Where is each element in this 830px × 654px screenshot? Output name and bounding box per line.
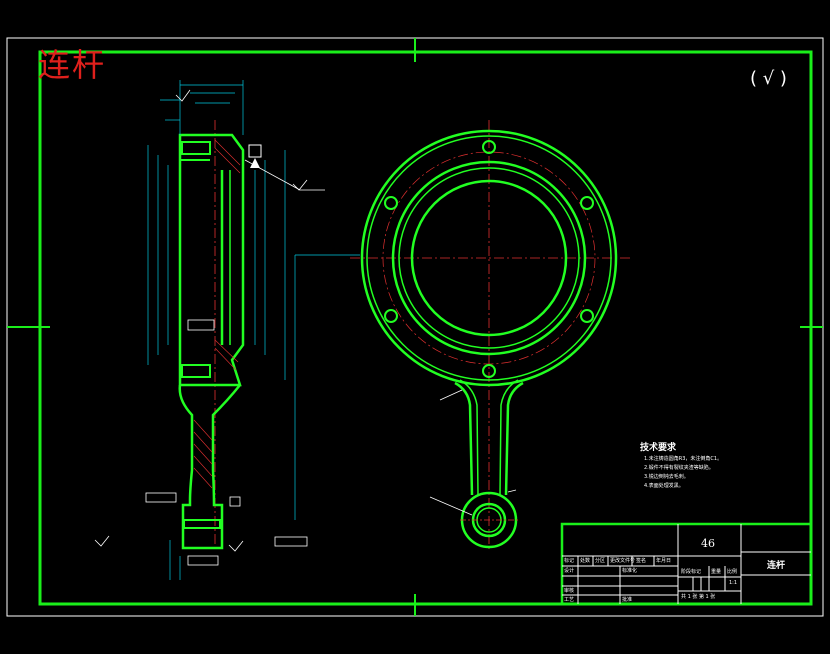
- part-name: 连杆: [767, 561, 786, 571]
- tech-requirement-line: 3.锐边倒钝去毛刺。: [644, 474, 689, 480]
- tb-label-mark: 标记: [564, 558, 575, 564]
- centering-marks: [7, 38, 823, 616]
- tb-label-stage: 阶段标记: [681, 569, 702, 575]
- tb-ratio-value: 1:1: [729, 580, 738, 586]
- general-roughness-note: ( √ ): [750, 68, 787, 89]
- title-block: [560, 522, 813, 606]
- side-section-view: [94, 80, 360, 580]
- tb-label-signature: 签名: [636, 558, 647, 564]
- drawing-title: 连杆: [38, 46, 107, 84]
- tech-requirement-line: 4.表面处理发黑。: [644, 483, 684, 489]
- tb-label-ratio: 比例: [727, 569, 738, 575]
- tb-label-design: 设计: [564, 568, 575, 574]
- tech-requirements-title: 技术要求: [640, 443, 677, 453]
- tb-label-approve: 批准: [622, 597, 633, 603]
- tb-label-process: 工艺: [564, 597, 575, 603]
- tb-label-weight: 重量: [711, 569, 722, 575]
- tb-label-zone: 分区: [595, 558, 606, 564]
- tech-requirement-line: 2.锻件不得有裂纹夹渣等缺陷。: [644, 465, 714, 471]
- tb-label-review: 审核: [564, 588, 575, 594]
- outer-border: [6, 37, 824, 617]
- tb-label-date: 年月日: [656, 558, 672, 564]
- front-view: [350, 120, 630, 550]
- tb-label-standardization: 标准化: [622, 568, 638, 574]
- tb-sheet-info: 共 1 张 第 1 张: [681, 594, 716, 600]
- drawing-frame: [38, 50, 813, 606]
- scale-number: 46: [701, 537, 715, 550]
- tech-requirement-line: 1.未注铸造圆角R3，未注倒角C1。: [644, 456, 723, 462]
- tb-label-change-doc: 更改文件号: [610, 558, 636, 564]
- tb-label-count: 处数: [580, 558, 591, 564]
